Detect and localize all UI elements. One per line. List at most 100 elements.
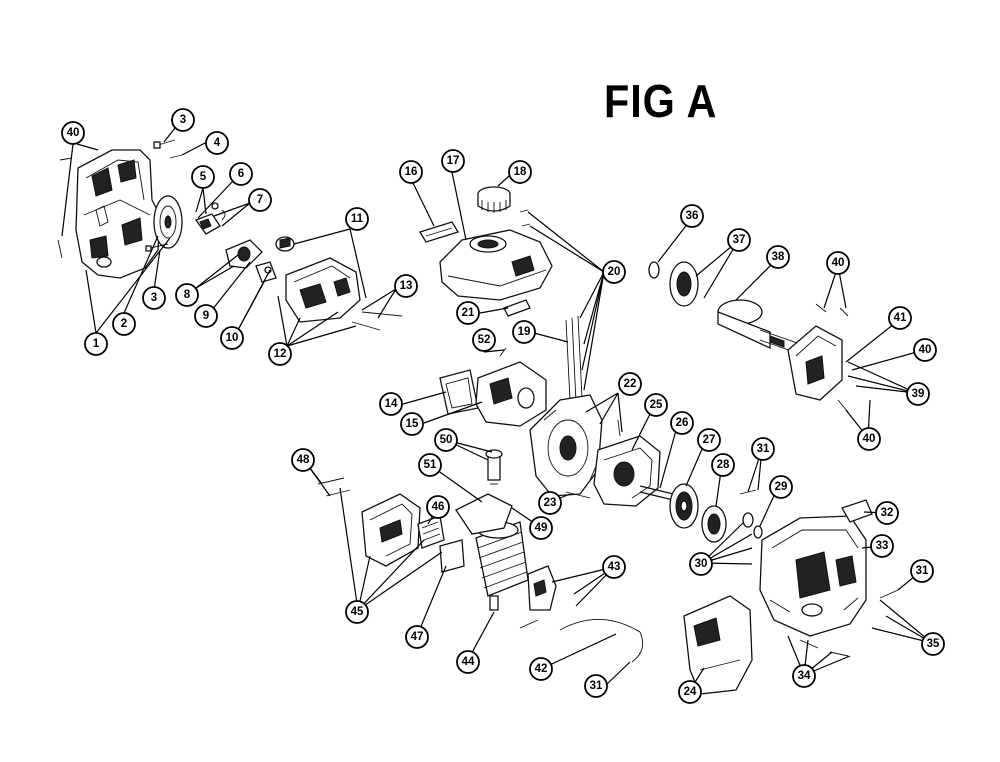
callout-31: 31 <box>751 437 775 461</box>
part-shroud <box>683 595 753 695</box>
part-ignition-module <box>519 565 557 629</box>
part-drive-assembly <box>648 261 801 355</box>
callout-11: 11 <box>345 207 369 231</box>
part-flywheel <box>669 483 699 529</box>
callout-52: 52 <box>472 328 496 352</box>
callout-9: 9 <box>194 304 218 328</box>
svg-text:2: 2 <box>121 318 127 330</box>
callout-46: 46 <box>426 495 450 519</box>
svg-text:39: 39 <box>912 388 925 400</box>
svg-text:45: 45 <box>351 606 364 618</box>
part-bracket <box>841 499 873 523</box>
svg-text:52: 52 <box>478 334 491 346</box>
callout-40: 40 <box>857 427 881 451</box>
svg-text:34: 34 <box>798 670 811 682</box>
svg-text:31: 31 <box>757 443 770 455</box>
svg-text:20: 20 <box>608 266 621 278</box>
svg-text:40: 40 <box>832 257 845 269</box>
callout-24: 24 <box>678 680 702 704</box>
svg-text:12: 12 <box>274 348 287 360</box>
svg-text:51: 51 <box>424 459 437 471</box>
callout-43: 43 <box>602 555 626 579</box>
callouts: 40 3 4 5 6 7 3 2 1 8 9 10 11 12 13 16 17… <box>61 108 945 704</box>
part-fuel-tank <box>439 229 553 301</box>
svg-text:31: 31 <box>916 565 929 577</box>
callout-30: 30 <box>689 552 713 576</box>
callout-3: 3 <box>142 286 166 310</box>
callout-39: 39 <box>906 382 930 406</box>
part-cylinder <box>475 521 529 611</box>
callout-40: 40 <box>61 121 85 145</box>
svg-text:36: 36 <box>686 210 699 222</box>
svg-text:42: 42 <box>535 663 548 675</box>
svg-text:21: 21 <box>462 307 475 319</box>
svg-text:40: 40 <box>919 344 932 356</box>
svg-text:8: 8 <box>184 289 191 301</box>
svg-text:35: 35 <box>927 638 940 650</box>
callout-41: 41 <box>888 306 912 330</box>
callout-40: 40 <box>826 251 850 275</box>
part-pad <box>419 221 459 243</box>
svg-text:29: 29 <box>775 481 788 493</box>
svg-text:15: 15 <box>406 418 419 430</box>
svg-text:16: 16 <box>405 166 418 178</box>
part-gear-housing <box>787 325 843 401</box>
callout-14: 14 <box>379 392 403 416</box>
callout-2: 2 <box>112 312 136 336</box>
callout-47: 47 <box>405 625 429 649</box>
callout-1: 1 <box>84 332 108 356</box>
svg-text:3: 3 <box>151 292 157 304</box>
callout-45: 45 <box>345 600 369 624</box>
part-heat-shield <box>417 515 445 549</box>
callout-31: 31 <box>584 674 608 698</box>
callout-12: 12 <box>268 342 292 366</box>
leader-lines <box>61 127 933 691</box>
callout-18: 18 <box>508 160 532 184</box>
callout-29: 29 <box>769 475 793 499</box>
svg-text:19: 19 <box>518 326 531 338</box>
callout-15: 15 <box>400 412 424 436</box>
part-muffler <box>317 477 421 567</box>
callout-16: 16 <box>399 160 423 184</box>
callout-44: 44 <box>456 650 480 674</box>
svg-text:18: 18 <box>514 166 527 178</box>
svg-text:23: 23 <box>544 497 557 509</box>
callout-5: 5 <box>191 165 215 189</box>
svg-text:5: 5 <box>200 171 207 183</box>
callout-19: 19 <box>512 320 536 344</box>
part-gasket <box>439 539 465 573</box>
svg-text:11: 11 <box>351 213 364 225</box>
callout-42: 42 <box>529 657 553 681</box>
part-fuel-cap <box>477 186 511 213</box>
svg-text:10: 10 <box>226 332 239 344</box>
callout-34: 34 <box>792 664 816 688</box>
svg-text:28: 28 <box>717 459 730 471</box>
svg-text:48: 48 <box>297 454 310 466</box>
callout-7: 7 <box>248 188 272 212</box>
part-crankcase <box>593 435 661 507</box>
part-drawings <box>57 139 899 695</box>
callout-17: 17 <box>441 149 465 173</box>
callout-25: 25 <box>644 393 668 417</box>
callout-51: 51 <box>418 453 442 477</box>
callout-13: 13 <box>394 274 418 298</box>
part-air-filter-housing <box>275 236 403 331</box>
callout-37: 37 <box>727 228 751 252</box>
callout-6: 6 <box>229 162 253 186</box>
callout-8: 8 <box>175 283 199 307</box>
svg-text:30: 30 <box>695 558 708 570</box>
svg-text:33: 33 <box>876 540 889 552</box>
svg-text:38: 38 <box>772 251 785 263</box>
svg-text:31: 31 <box>590 680 603 692</box>
svg-text:4: 4 <box>214 137 221 149</box>
callout-48: 48 <box>291 448 315 472</box>
callout-23: 23 <box>538 491 562 515</box>
svg-text:22: 22 <box>624 378 637 390</box>
figure-title: FIG A <box>604 75 718 127</box>
svg-text:13: 13 <box>400 280 413 292</box>
svg-text:49: 49 <box>535 522 548 534</box>
part-pawls-springs <box>194 202 226 235</box>
part-starter-pulley <box>153 195 183 249</box>
svg-text:9: 9 <box>203 310 209 322</box>
callout-22: 22 <box>618 372 642 396</box>
